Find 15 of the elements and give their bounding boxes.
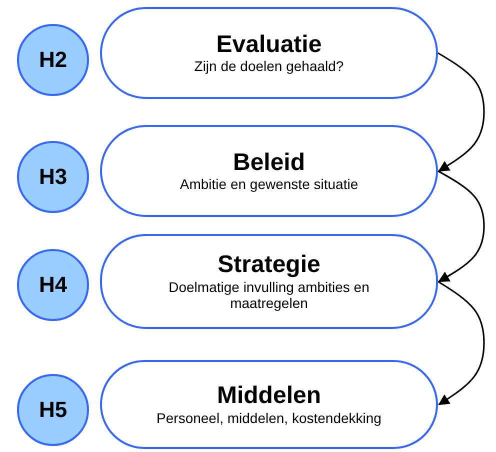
- box-title: Middelen: [216, 383, 321, 410]
- box-description: Ambitie en gewenste situatie: [180, 176, 358, 192]
- curved-arrow: [438, 170, 485, 282]
- box-description: Doelmatige invulling ambities en maatregelen: [168, 278, 370, 311]
- chapter-label: H4: [38, 272, 68, 298]
- chapter-label: H5: [38, 397, 68, 423]
- chapter-label: H2: [38, 47, 68, 73]
- box-description: Personeel, middelen, kostendekking: [156, 410, 382, 426]
- box-title: Evaluatie: [216, 32, 322, 58]
- chapter-label: H3: [38, 164, 68, 190]
- curved-arrow: [438, 52, 485, 172]
- box-description: Zijn de doelen gehaald?: [194, 58, 344, 74]
- box-title: Strategie: [218, 252, 320, 279]
- curved-arrow: [438, 280, 485, 406]
- box-title: Beleid: [232, 150, 306, 176]
